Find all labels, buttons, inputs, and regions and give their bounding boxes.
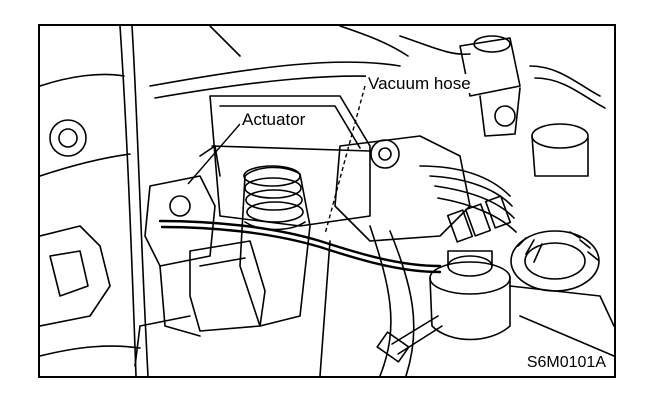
reservoir [459,35,606,177]
engine-block [319,135,471,376]
figure-code: S6M0101A [524,354,608,372]
actuator-unit [144,145,221,337]
left-fender [40,26,149,376]
leader-lines [187,85,366,235]
alternator [509,230,614,357]
actuator-label: Actuator [240,110,308,129]
engine-bay-illustration [40,26,614,376]
figure-frame: Actuator Vacuum hose S6M0101A [38,24,616,378]
distributor-cap [376,250,511,363]
vacuum-hose-label: Vacuum hose [366,74,473,93]
throttle-body [134,240,266,367]
spark-plug-wires [419,165,517,243]
actuator-leader [187,123,241,185]
vacuum-hose-leader [324,85,366,235]
